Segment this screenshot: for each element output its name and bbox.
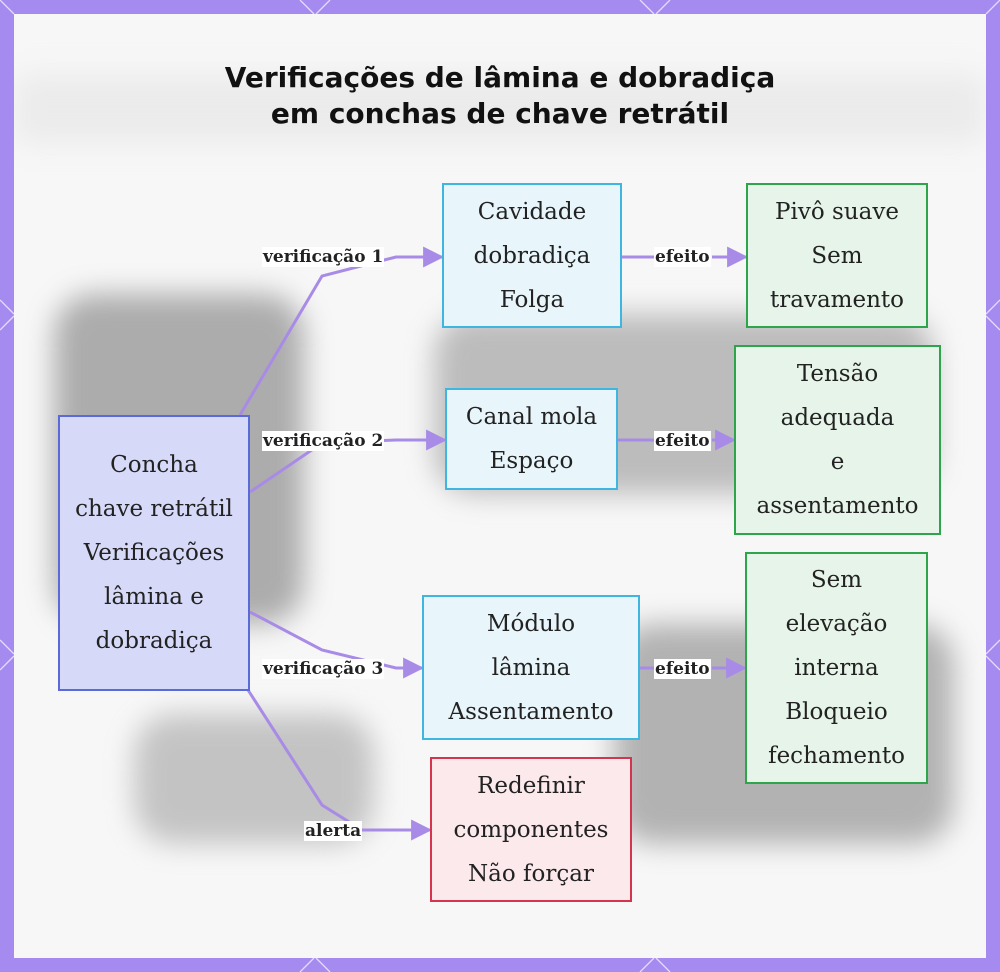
check3-node-label: Módulo lâmina Assentamento [448,610,614,725]
edge-label-efeito-3: efeito [654,659,711,679]
check3-node-modulo-lamina: Módulo lâmina Assentamento [422,595,640,740]
effect2-node-label: Tensão adequada e assentamento [756,361,919,519]
edge-root-to-check1 [238,246,445,416]
title-line-2: em conchas de chave retrátil [270,97,730,130]
edge-label-efeito-2: efeito [654,431,711,451]
title-line-1: Verificações de lâmina e dobradiça [224,61,776,94]
edge-root-to-alert [246,689,433,841]
alert-node-redefinir-componentes: Redefinir componentes Não forçar [430,757,632,902]
edge-label-verificacao-2: verificação 2 [262,431,385,451]
check2-node-canal-mola: Canal mola Espaço [445,388,618,490]
edge-label-verificacao-3: verificação 3 [262,659,385,679]
edge-label-verificacao-1: verificação 1 [262,247,385,267]
diagram-title: Verificações de lâmina e dobradiça em co… [0,60,1000,132]
check2-node-label: Canal mola Espaço [465,404,598,474]
effect2-node-tensao-adequada: Tensão adequada e assentamento [734,345,941,535]
effect3-node-sem-elevacao: Sem elevação interna Bloqueio fechamento [745,552,928,784]
alert-node-label: Redefinir componentes Não forçar [453,772,609,887]
effect1-node-label: Pivô suave Sem travamento [770,198,904,313]
check1-node-cavidade-dobradica: Cavidade dobradiça Folga [442,183,622,328]
effect3-node-label: Sem elevação interna Bloqueio fechamento [768,567,905,769]
check1-node-label: Cavidade dobradiça Folga [473,198,591,313]
root-node-label: Concha chave retrátil Verificações lâmin… [75,452,233,654]
edge-label-efeito-1: efeito [654,247,711,267]
edge-label-alerta: alerta [304,821,363,841]
root-node-concha-chave-retratil: Concha chave retrátil Verificações lâmin… [58,415,250,691]
effect1-node-pivo-suave: Pivô suave Sem travamento [746,183,928,328]
